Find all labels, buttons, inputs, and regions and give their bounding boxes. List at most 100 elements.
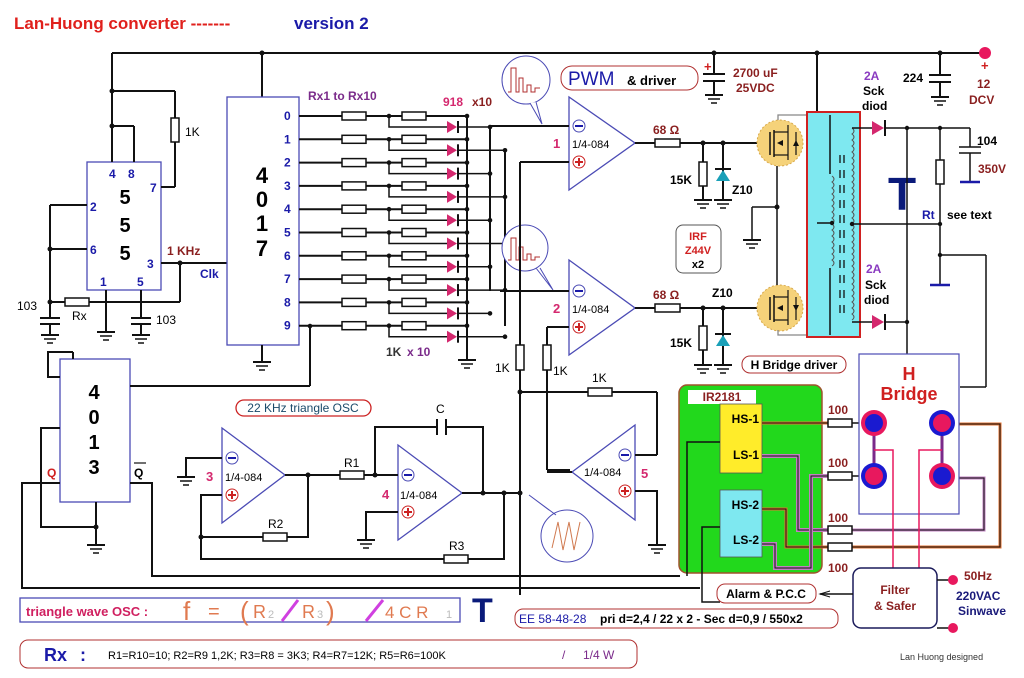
ic-4013-digit: 1 [88,432,99,454]
resistor-rt [935,159,945,185]
h-bridge-label-h: H [903,364,916,384]
label-350v: 350V [978,162,1006,176]
pin-5: 5 [137,275,144,289]
ic-4013-qbar: Q [134,466,143,480]
formula-r3-sub: 3 [317,609,323,621]
ic-555-digit: 5 [119,187,130,209]
label-103-right: 103 [156,313,176,327]
ic-4017-output-pin: 6 [284,249,291,263]
ic-555: 5 5 5 4 8 7 2 6 3 1 5 [86,161,162,291]
ic-4013-body [59,358,131,503]
filter-safer: Filter & Safer 50Hz 220VAC Sinwave [818,567,1006,633]
label-100: 100 [828,403,848,417]
diode-bottom-type: Sck [865,278,887,292]
label-rt: Rt [922,208,935,222]
resistor-r3 [443,554,469,564]
pin-6: 6 [90,243,97,257]
transformer-spec-t: T [472,592,493,630]
label-c: C [436,402,445,416]
ac-frequency: 50Hz [964,569,992,583]
opamp-5: 1/4-084 5 [570,423,648,522]
diode-top-type2: diod [862,99,887,113]
designer-credit: Lan Huong designed [900,652,983,662]
label-100: 100 [828,456,848,470]
formula-rparen: ) [326,596,335,626]
formula-tail: 4 C R [385,603,428,622]
ic-4017-output-pin: 1 [284,132,291,146]
h-bridge-driver-label-box: H Bridge driver [741,355,847,374]
label-1k-a: 1K [495,361,510,375]
formula-r2-sub: 2 [268,609,274,621]
filter-label-1: Filter [880,583,910,597]
label-68-bottom: 68 Ω [653,288,680,302]
ic-4013-digit: 4 [88,382,100,404]
label-diode-mult: x10 [472,95,492,109]
label-1k-mult: x 10 [407,345,431,359]
rx-values: R1=R10=10; R2=R9 1,2K; R3=R8 = 3K3; R4=R… [108,650,447,662]
ic-4017-output-pin: 7 [284,272,291,286]
opamp-2-type: 1/4-084 [572,304,609,316]
pin-hs1: HS-1 [732,412,760,426]
alarm-label: Alarm & P.C.C [726,587,806,601]
label-1k-c: 1K [592,371,607,385]
h-bridge-driver-label: H Bridge driver [751,358,838,372]
ic-4013-digit: 0 [88,407,99,429]
opamp-3-type: 1/4-084 [225,472,262,484]
formula-tail-sub: 1 [446,609,452,621]
ic-555-digit: 5 [119,215,130,237]
opamp-2-number: 2 [553,301,560,316]
mosfet-label-qty: x2 [692,259,704,271]
opamp-1: 1/4-084 1 [553,95,637,192]
cap-main-plus: + [704,59,712,74]
ic-4013-digit: 3 [88,457,99,479]
resistor-1k-stage [401,204,427,214]
label-1k-x10: 1K [386,345,402,359]
diode-918 [447,260,457,273]
h-bridge-label-bridge: Bridge [880,384,937,404]
diode-918 [447,237,457,250]
rx-separator: / [562,648,566,662]
diode-918 [447,330,457,343]
label-r1: R1 [344,456,360,470]
pin-ls2: LS-2 [733,533,759,547]
opamp-4: 1/4-084 4 [382,443,464,542]
ic-4017-output-pin: 4 [284,202,291,216]
formula-slash-2 [364,599,385,622]
label-15k-bottom: 15K [670,336,692,350]
label-1khz: 1 KHz [167,244,200,258]
ic-4013: 4 0 1 3 Q Q [47,358,146,503]
pwm-label: PWM [568,69,614,90]
opamp-1-number: 1 [553,136,560,151]
rx-values-box: Rx : R1=R10=10; R2=R9 1,2K; R3=R8 = 3K3;… [19,639,638,669]
resistor-r2 [262,532,288,542]
pin-8: 8 [128,167,135,181]
label-1k-555: 1K [185,125,200,139]
rx-colon: : [80,645,86,665]
pin-3: 3 [147,257,154,271]
ac-waveform: Sinwave [958,604,1006,618]
resistor-rx-stage [341,111,367,121]
formula-prefix: triangle wave OSC : [26,604,148,619]
resistor-rx-stage [341,227,367,238]
resistor-68-bottom [654,303,681,313]
opamp-4-type: 1/4-084 [400,490,437,502]
rx-power-rating: 1/4 W [583,648,615,662]
h-bridge: H Bridge [858,353,960,572]
resistor-rx-stage [341,134,367,145]
resistor-1k-stage [401,251,427,261]
label-see-text: see text [947,208,992,222]
label-68-top: 68 Ω [653,123,680,137]
opamp-1-type: 1/4-084 [572,139,609,151]
waveform-bubble-pwm-2 [501,224,554,291]
resistor-1k-b [542,344,552,371]
resistor-1k-stage [401,181,427,191]
label-104: 104 [977,134,997,148]
label-rx1-rx10: Rx1 to Rx10 [308,89,377,103]
resistor-1k-stage [401,320,427,331]
diode-918 [447,190,457,203]
resistor-rx-stage [341,251,367,261]
ic-4017-output-pin: 5 [284,226,291,240]
label-100: 100 [828,561,848,575]
opamp-5-type: 1/4-084 [584,467,621,479]
